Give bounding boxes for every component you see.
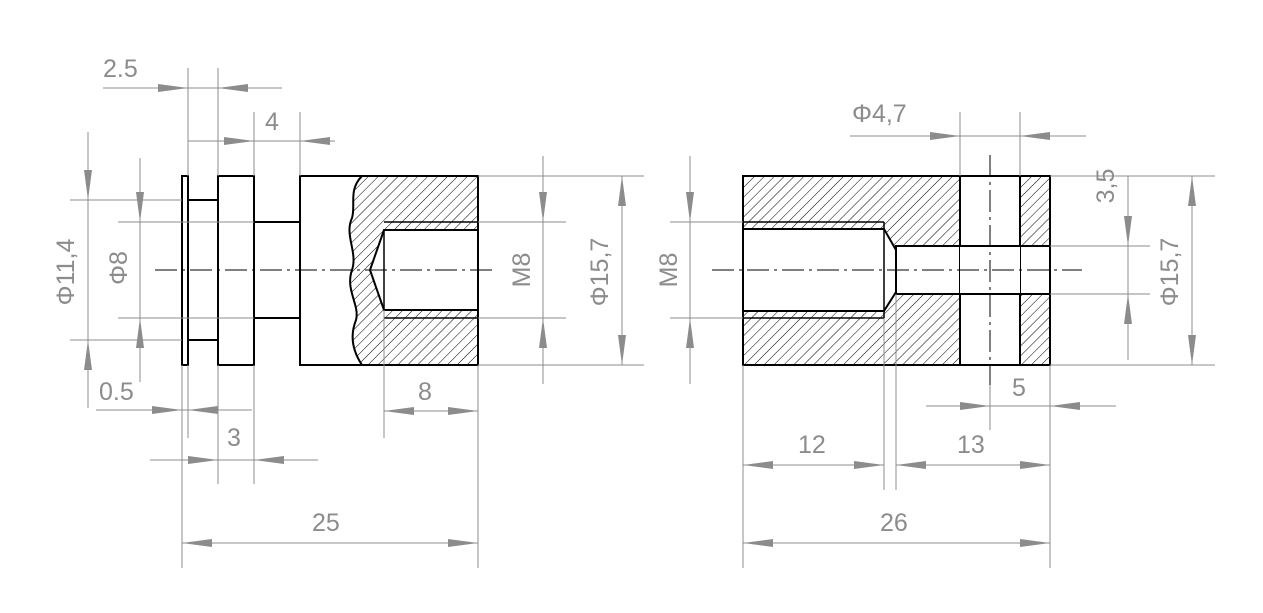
dim-label-thread: M8 — [508, 253, 536, 288]
dim-label-neck-len: 3 — [227, 424, 241, 452]
threaded-hole — [368, 229, 479, 311]
dim-label-dia-neck: Φ8 — [105, 251, 133, 285]
left-view: 2.5 4 Φ11,4 Φ8 M8 Φ15,7 0.5 3 8 25 — [52, 55, 644, 568]
right-dimensions — [670, 112, 1215, 568]
dim-label-offset: 3,5 — [1092, 169, 1120, 204]
dim-label-thread-depth: 8 — [418, 378, 432, 406]
dim-label-bore-len: 13 — [957, 431, 985, 459]
dim-label-dia-flange: Φ11,4 — [52, 239, 80, 306]
right-dimension-labels: Φ4,7 3,5 M8 Φ15,7 5 12 13 26 — [655, 100, 1184, 537]
left-dimensions — [70, 68, 644, 568]
dim-label-thread-depth-r: 12 — [798, 431, 826, 459]
right-view: Φ4,7 3,5 M8 Φ15,7 5 12 13 26 — [655, 100, 1215, 568]
dim-label-flange: 2.5 — [103, 55, 138, 83]
dim-label-total-len-r: 26 — [880, 509, 908, 537]
dim-label-hole-pos: 5 — [1012, 374, 1026, 402]
dim-label-hole: Φ4,7 — [852, 100, 907, 128]
dim-label-plate: 0.5 — [99, 378, 134, 406]
dim-label-thread-r: M8 — [655, 253, 683, 288]
dim-label-dia-body: Φ15,7 — [586, 238, 614, 307]
dim-label-dia-body-r: Φ15,7 — [1156, 238, 1184, 307]
left-dimension-labels: 2.5 4 Φ11,4 Φ8 M8 Φ15,7 0.5 3 8 25 — [52, 55, 614, 537]
dim-label-step: 4 — [265, 108, 279, 136]
dim-label-total-len: 25 — [312, 509, 340, 537]
